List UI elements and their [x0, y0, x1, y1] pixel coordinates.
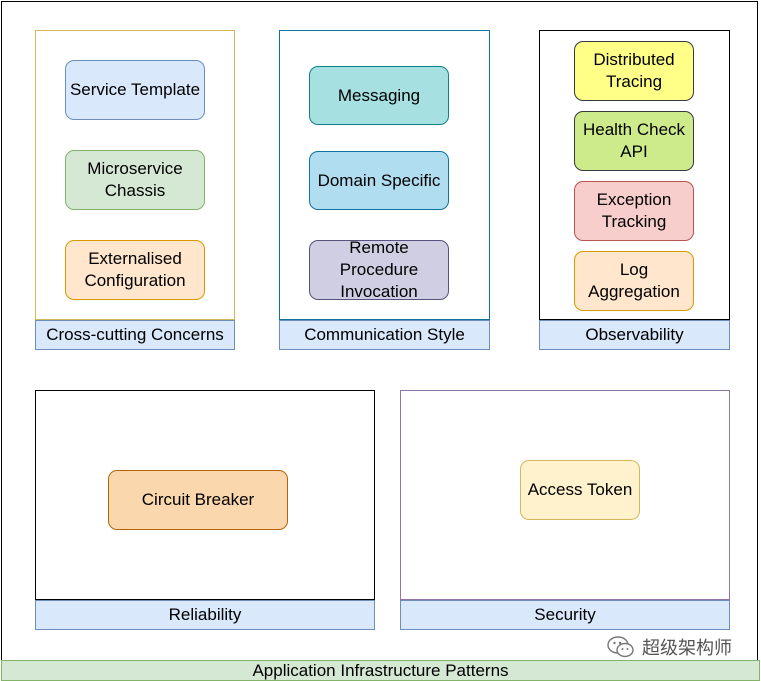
- label-observability: Observability: [539, 320, 730, 350]
- node-microservice-chassis: Microservice Chassis: [65, 150, 205, 210]
- node-externalised-configuration: Externalised Configuration: [65, 240, 205, 300]
- watermark: 超级架构师: [606, 634, 732, 660]
- label-security: Security: [400, 600, 730, 630]
- label-cross-cutting: Cross-cutting Concerns: [35, 320, 235, 350]
- label-communication: Communication Style: [279, 320, 490, 350]
- node-remote-procedure-invocation: Remote Procedure Invocation: [309, 238, 449, 301]
- node-log-aggregation: Log Aggregation: [574, 251, 694, 311]
- node-messaging: Messaging: [309, 66, 449, 125]
- node-access-token: Access Token: [520, 460, 640, 520]
- node-circuit-breaker: Circuit Breaker: [108, 470, 288, 530]
- label-reliability: Reliability: [35, 600, 375, 630]
- node-exception-tracking: Exception Tracking: [574, 181, 694, 241]
- footer-title: Application Infrastructure Patterns: [1, 660, 760, 681]
- wechat-icon: [607, 636, 634, 658]
- watermark-text: 超级架构师: [642, 638, 732, 659]
- node-service-template: Service Template: [65, 60, 205, 120]
- node-distributed-tracing: Distributed Tracing: [574, 41, 694, 101]
- node-health-check-api: Health Check API: [574, 111, 694, 171]
- node-domain-specific: Domain Specific: [309, 151, 449, 210]
